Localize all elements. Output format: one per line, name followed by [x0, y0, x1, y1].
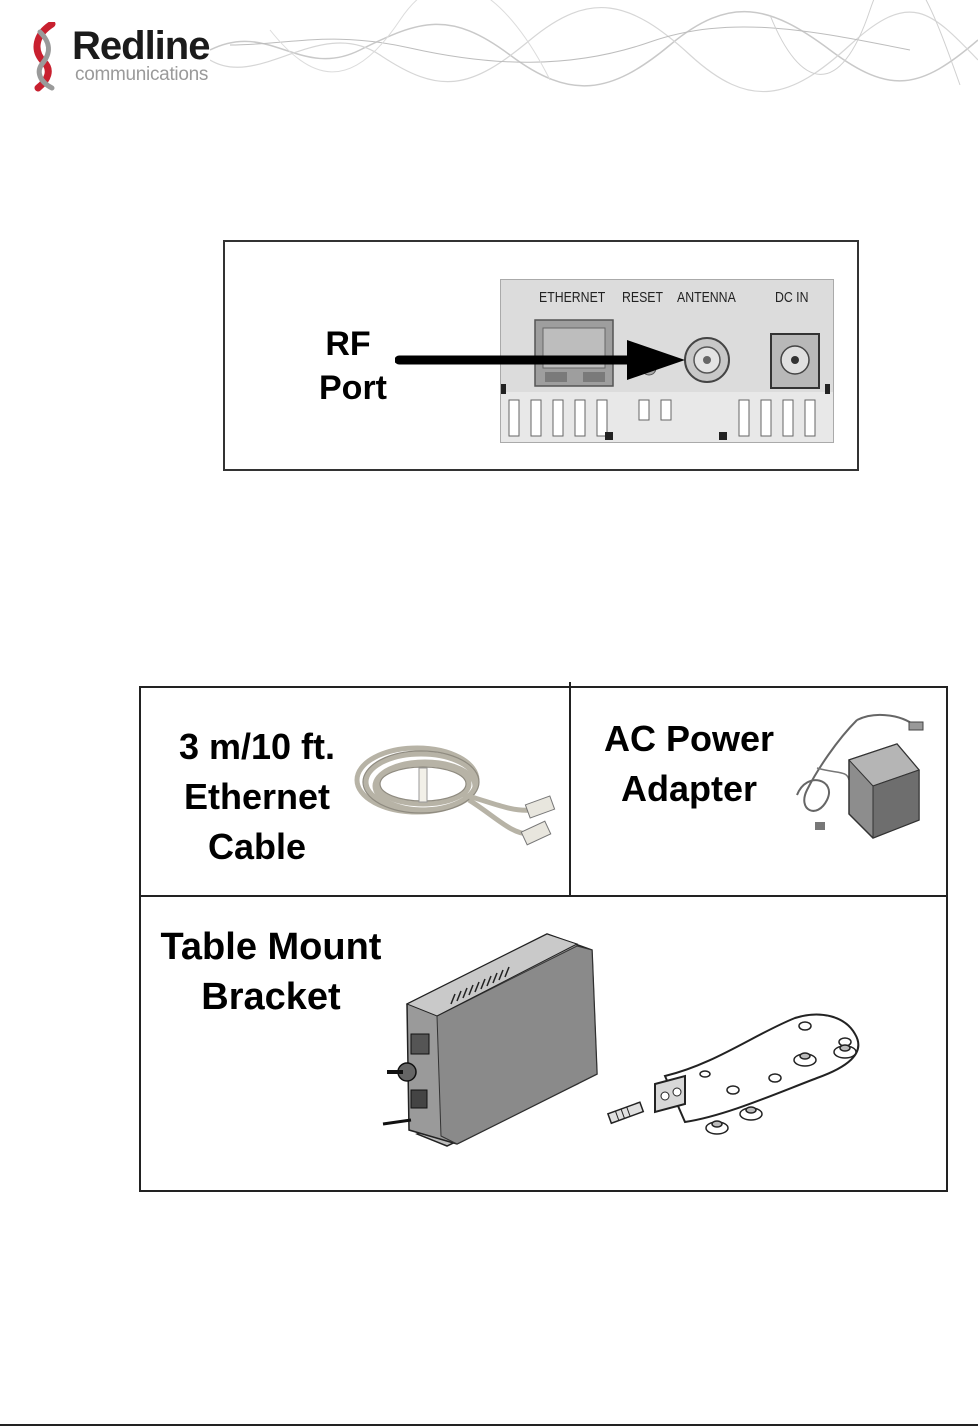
grid-top [139, 686, 948, 688]
ac-power-adapter-image [777, 710, 927, 860]
footer-rule [0, 1424, 978, 1426]
power-adapter-line1: AC Power [579, 714, 799, 764]
grid-left [139, 686, 141, 1192]
table-mount-line1: Table Mount [143, 922, 399, 972]
power-adapter-line2: Adapter [579, 764, 799, 814]
table-mount-line2: Bracket [143, 972, 399, 1022]
rf-callout-line2: Port [303, 368, 403, 408]
decorative-wave-graphic [210, 0, 978, 110]
ethernet-cable-line1: 3 m/10 ft. [159, 722, 355, 772]
page-header: Redline communications [0, 0, 978, 110]
device-on-bracket-image [377, 924, 617, 1154]
redline-logo-icon [26, 22, 66, 92]
package-contents-figure: 3 m/10 ft. Ethernet Cable AC Power Adapt… [139, 686, 948, 1192]
brand-name: Redline [72, 24, 209, 68]
table-mount-bracket-image [605, 1004, 885, 1164]
grid-divider [569, 682, 571, 896]
brand-subtitle: communications [75, 65, 208, 85]
grid-right [946, 686, 948, 1192]
grid-middle [139, 895, 948, 897]
grid-bottom [139, 1190, 948, 1192]
ethernet-cable-image [351, 722, 561, 862]
rf-port-arrow [395, 337, 695, 387]
rf-callout-line1: RF [313, 324, 383, 364]
rf-port-figure: RF Port ETHERNET RESET ANTENNA DC IN [223, 240, 859, 471]
ethernet-cable-line2: Ethernet [159, 772, 355, 822]
ethernet-cable-line3: Cable [159, 822, 355, 872]
